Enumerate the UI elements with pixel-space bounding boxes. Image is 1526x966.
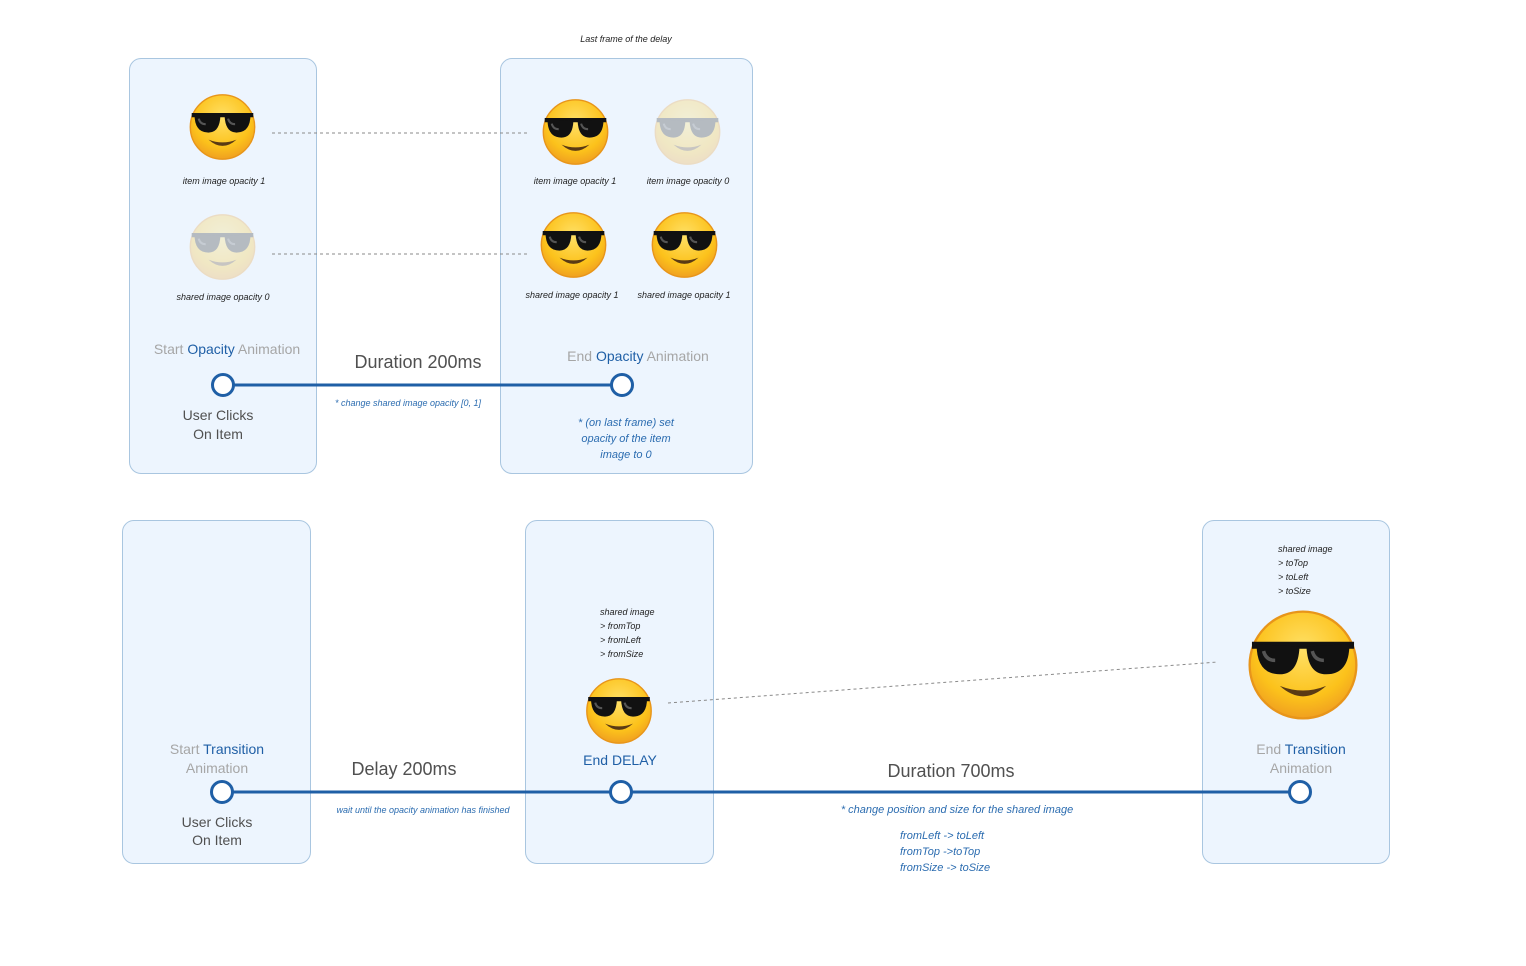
opacity-duration-label: Duration 200ms <box>354 352 482 372</box>
end-transition-label: End Transition Animation <box>1256 740 1346 778</box>
end-delay-label: End DELAY <box>583 752 657 768</box>
end-opacity-note-line3: image to 0 <box>600 449 652 461</box>
mapping-list: fromLeft -> toLeft fromTop ->toTop fromS… <box>900 828 990 876</box>
start-opacity-prefix: Start <box>153 341 188 357</box>
user-clicks-bottom-line2: On Item <box>192 832 242 848</box>
end-opacity-note: * (on last frame) set opacity of the ite… <box>578 415 674 463</box>
end-transition-highlight: Transition <box>1284 741 1346 757</box>
end-opacity-note-line2: opacity of the item <box>581 433 671 445</box>
shared-image-emoji-end-2 <box>651 211 718 279</box>
end-opacity-highlight: Opacity <box>595 348 644 364</box>
from-list: shared image > fromTop > fromLeft > from… <box>600 605 655 661</box>
end-opacity-suffix: Animation <box>643 348 709 364</box>
end-opacity-label: End Opacity Animation <box>567 348 709 364</box>
shared-image-caption-end-2: shared image opacity 1 <box>637 290 731 300</box>
user-clicks-top-line2: On Item <box>193 426 243 442</box>
shared-image-caption-start: shared image opacity 0 <box>176 292 270 302</box>
end-opacity-prefix: End <box>567 348 596 364</box>
start-transition-highlight: Transition <box>203 741 265 757</box>
user-clicks-bottom: User Clicks On Item <box>182 813 253 849</box>
to-list-size: > toSize <box>1278 586 1311 596</box>
delay-note: wait until the opacity animation has fin… <box>336 805 510 815</box>
item-image-emoji-end-2 <box>654 98 721 166</box>
start-transition-line2: Animation <box>185 760 249 776</box>
shared-image-emoji-from <box>585 677 653 745</box>
last-frame-caption: Last frame of the delay <box>580 34 672 44</box>
start-transition-line1: Start Transition <box>170 740 264 759</box>
item-image-caption-end-1: item image opacity 1 <box>533 176 617 186</box>
item-image-emoji-end-1 <box>542 98 609 166</box>
start-opacity-label: Start Opacity Animation <box>154 341 300 357</box>
to-list-top: > toTop <box>1278 558 1308 568</box>
opacity-duration-note: * change shared image opacity [0, 1] <box>334 398 482 408</box>
to-list: shared image > toTop > toLeft > toSize <box>1278 542 1333 598</box>
shared-image-emoji-to <box>1247 609 1359 721</box>
delay-label: Delay 200ms <box>351 759 457 779</box>
user-clicks-top: User Clicks On Item <box>183 406 254 444</box>
shared-image-emoji-start <box>189 213 256 281</box>
timeline-node-start-opacity <box>211 373 235 397</box>
to-list-left: > toLeft <box>1278 572 1309 582</box>
from-list-title: shared image <box>600 607 655 617</box>
item-image-caption-end-2: item image opacity 0 <box>646 176 730 186</box>
to-list-title: shared image <box>1278 544 1333 554</box>
start-opacity-suffix: Animation <box>234 341 301 357</box>
from-list-size: > fromSize <box>600 649 644 659</box>
item-image-caption-start: item image opacity 1 <box>182 176 266 186</box>
user-clicks-top-line1: User Clicks <box>182 407 254 423</box>
item-image-emoji-start <box>189 93 256 161</box>
end-transition-line2: Animation <box>1269 760 1333 776</box>
transition-duration-note: * change position and size for the share… <box>840 804 1074 816</box>
start-opacity-highlight: Opacity <box>187 341 235 357</box>
timeline-node-start-transition <box>210 780 234 804</box>
from-list-left: > fromLeft <box>600 635 641 645</box>
end-transition-prefix: End <box>1256 741 1285 757</box>
timeline-node-end-opacity <box>610 373 634 397</box>
transition-duration-label: Duration 700ms <box>887 761 1015 781</box>
mapping-left: fromLeft -> toLeft <box>900 830 985 842</box>
dashed-link-transition <box>667 661 1219 704</box>
shared-image-emoji-end-1 <box>540 211 607 279</box>
end-opacity-note-line1: * (on last frame) set <box>578 417 674 429</box>
from-list-top: > fromTop <box>600 621 641 631</box>
end-transition-line1: End Transition <box>1256 740 1346 759</box>
user-clicks-bottom-line1: User Clicks <box>181 814 253 830</box>
shared-image-caption-end-1: shared image opacity 1 <box>525 290 619 300</box>
timeline-node-end-delay <box>609 780 633 804</box>
mapping-top: fromTop ->toTop <box>900 846 981 858</box>
start-transition-label: Start Transition Animation <box>170 740 264 778</box>
start-transition-prefix: Start <box>169 741 204 757</box>
mapping-size: fromSize -> toSize <box>900 862 991 874</box>
timeline-node-end-transition <box>1288 780 1312 804</box>
start-transition-panel <box>122 520 311 864</box>
